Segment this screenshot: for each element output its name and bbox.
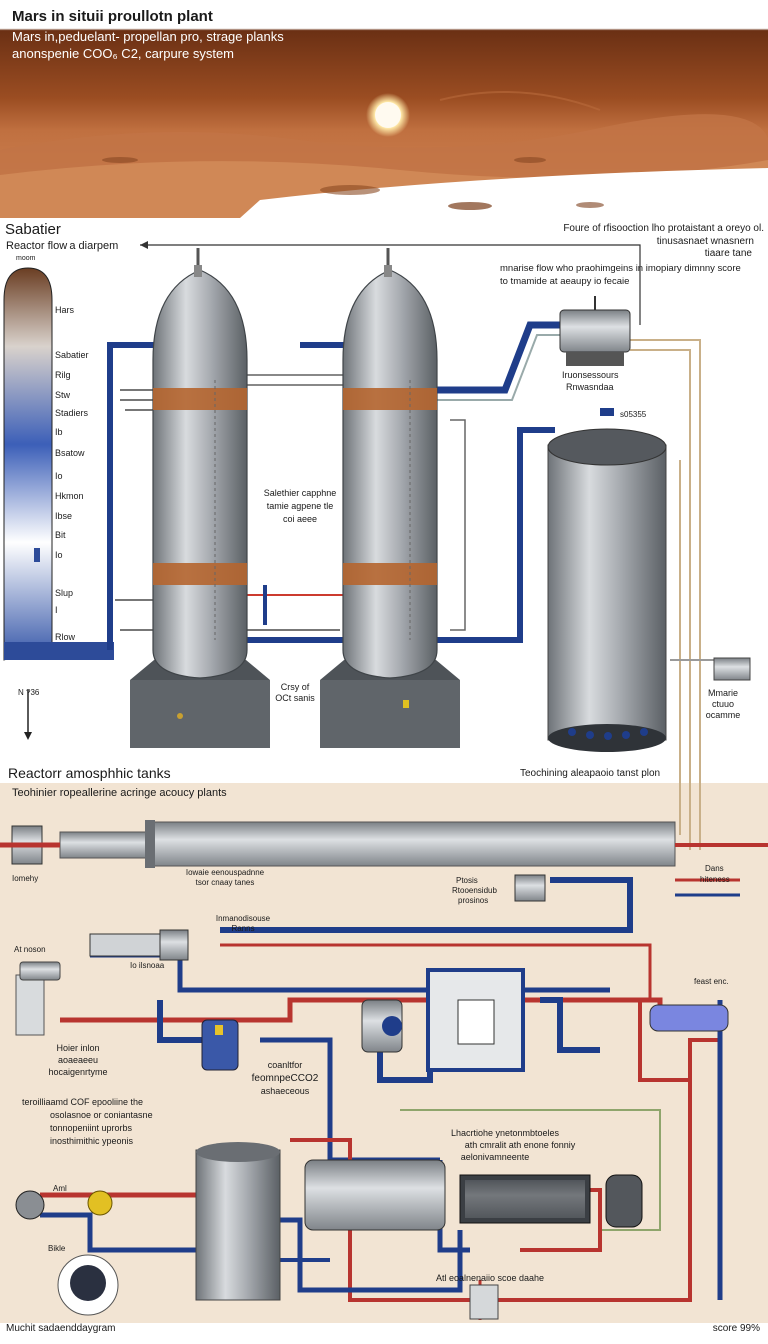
ptb-label-2: Rtooensidub bbox=[452, 886, 497, 895]
note-a-1: Hoier inlon bbox=[56, 1043, 100, 1053]
paragraph-line-2: osolasnoe or coniantasne bbox=[50, 1110, 153, 1120]
banner-subtitle-2: anonspenie COO₆ C2, carpure system bbox=[12, 46, 235, 61]
banner-title: Mars in situii proullotn plant bbox=[12, 8, 213, 25]
mid-note-1: Lhacrtiohe ynetonmbtoeles bbox=[450, 1128, 560, 1138]
mars-landscape-image bbox=[0, 0, 768, 218]
center-label-3: coi aeee bbox=[282, 514, 318, 524]
pipe-caption-2: tsor cnaay tanes bbox=[195, 878, 255, 887]
gauge-label: Bsatow bbox=[55, 448, 85, 458]
small-left-label-2: Bikle bbox=[48, 1244, 66, 1253]
compressor-label-1: Iruonsessours bbox=[562, 370, 619, 380]
ptb-label-3: prosinos bbox=[458, 896, 489, 905]
gauge-label: Rilg bbox=[55, 370, 71, 380]
right-label-2: hiteness bbox=[700, 875, 730, 884]
tanks-label-1: Crsy of bbox=[280, 682, 310, 692]
right-label-1: Dans bbox=[705, 864, 724, 873]
right-tank-label-2: ctuuo bbox=[711, 699, 735, 709]
gauge-label: Stw bbox=[55, 390, 71, 400]
gauge-label: Ib bbox=[55, 427, 63, 437]
small-left-label-1: Aml bbox=[53, 1184, 67, 1193]
gauge-label: Bit bbox=[55, 530, 66, 540]
right-note-3: tiaare tane bbox=[704, 248, 752, 259]
operator-photo bbox=[58, 1256, 118, 1316]
compressor-tag: s05355 bbox=[620, 410, 647, 419]
note-a-2: aoaeaeeu bbox=[57, 1055, 99, 1065]
note-b-1: coanltfor bbox=[267, 1060, 303, 1070]
gauge-cap-label: moom bbox=[16, 255, 36, 262]
flow-gauge bbox=[3, 267, 114, 740]
gauge-label: Hkmon bbox=[55, 491, 84, 501]
center-label-1: Salethier capphne bbox=[263, 488, 337, 498]
gauge-bottom-label: N ?36 bbox=[18, 688, 40, 697]
right-note-2: tinusasnaet wnasnern bbox=[656, 236, 754, 247]
flow-diagram-label: Reactor flow a diarpem bbox=[6, 240, 119, 252]
gauge-label: Slup bbox=[55, 588, 74, 598]
gauge-label: Io bbox=[55, 471, 63, 481]
unit-caption-2: Ranns bbox=[231, 924, 255, 933]
right-tank-label-3: ocamme bbox=[705, 710, 741, 720]
center-label-2: tamie agpene tle bbox=[266, 501, 334, 511]
gauge-label: Hars bbox=[55, 305, 75, 315]
long-transfer-pipe bbox=[0, 820, 768, 897]
gauge-label: Io bbox=[55, 550, 63, 560]
gauge-label: Sabatier bbox=[55, 350, 89, 360]
mid-right-caption: Teochining aleapaoio tanst plon bbox=[520, 768, 661, 779]
sabatier-reactor-1 bbox=[130, 248, 270, 748]
left-pipe-label: Iomehy bbox=[12, 874, 39, 883]
pipe-caption-1: Iowaie eenouspadnne bbox=[185, 868, 265, 877]
right-top-label: feast enc. bbox=[694, 977, 729, 986]
unit-caption-1: Inmanodisouse bbox=[215, 914, 271, 923]
sabatier-reactor-2 bbox=[320, 248, 460, 748]
right-tank-label-1: Mmarie bbox=[707, 688, 738, 698]
storage-tank bbox=[547, 428, 751, 752]
gauge-label: Rlow bbox=[55, 632, 76, 642]
gauge-label: Ibse bbox=[55, 511, 73, 521]
paragraph-line-4: inosthimithic ypeonis bbox=[50, 1136, 134, 1146]
paragraph-line-3: tonnopeniint uprorbs bbox=[50, 1123, 133, 1133]
compressor-label-2: Rnwasndaa bbox=[566, 382, 614, 392]
note-b-2: feomnpeCCO2 bbox=[251, 1073, 319, 1084]
footer-score: score 99% bbox=[712, 1323, 760, 1334]
mid-subtitle: Teohinier ropeallerine acringe acoucy pl… bbox=[12, 787, 227, 799]
section-title-sabatier: Sabatier bbox=[5, 221, 61, 238]
mars-banner: Mars in situii proullotn plant Mars in,p… bbox=[0, 0, 768, 218]
right-note-5: to tmamide at aeaupy io fecaie bbox=[500, 276, 630, 287]
footer-left-caption: Muchit sadaenddaygram bbox=[6, 1323, 116, 1334]
ptb-label-1: Ptosis bbox=[456, 876, 478, 885]
note-a-3: hocaigenrtyme bbox=[48, 1067, 108, 1077]
mid-note-3: aelonivamneente bbox=[460, 1152, 530, 1162]
compressor-unit bbox=[559, 296, 631, 416]
note-b-3: ashaeceous bbox=[260, 1086, 310, 1096]
right-note-4: mnarise flow who praohimgeins in imopiar… bbox=[500, 263, 741, 274]
valve-label-1: At noson bbox=[14, 945, 46, 954]
gauge-label: Stadiers bbox=[55, 408, 89, 418]
tanks-label-2: OCt sanis bbox=[275, 693, 315, 703]
gauge-label: I bbox=[55, 605, 58, 615]
paragraph-line-1: teroilliaamd COF epooliine the bbox=[22, 1097, 144, 1107]
mid-note-2: ath cmralit ath enone fonniy bbox=[464, 1140, 576, 1150]
valve-label-2: Io ilsnoaa bbox=[130, 961, 165, 970]
bottom-equipment bbox=[15, 874, 729, 1320]
banner-subtitle-1: Mars in,peduelant- propellan pro, strage… bbox=[12, 29, 284, 44]
bottom-caption: Atl eoalnenaiio scoe daahe bbox=[435, 1273, 545, 1283]
right-note-1: Foure of rfisooction lho protaistant a o… bbox=[563, 223, 764, 234]
section-title-tanks: Reactorr amosphhic tanks bbox=[8, 765, 171, 781]
